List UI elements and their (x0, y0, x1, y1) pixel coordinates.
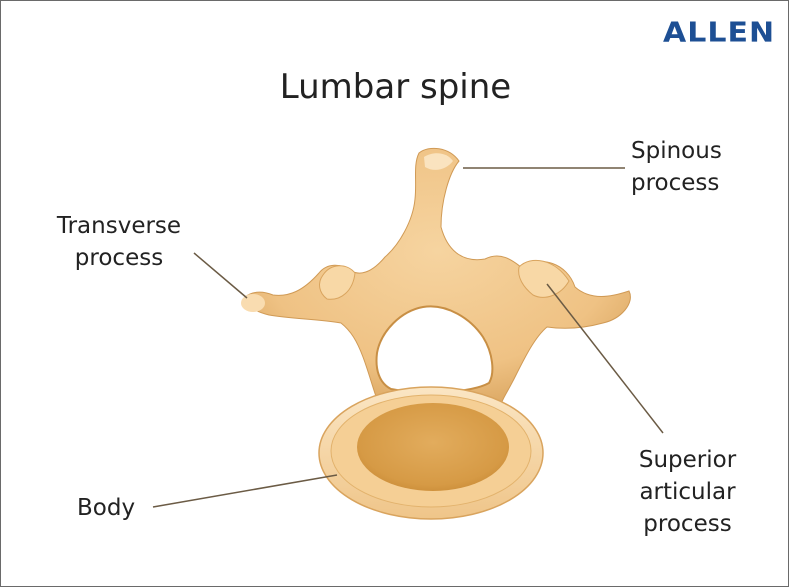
allen-logo: ALLEN (663, 16, 776, 49)
vertebral-body-center (357, 403, 509, 491)
label-spinous-process: Spinous process (631, 138, 722, 196)
label-body: Body (77, 495, 136, 521)
label-transverse-process: Transverse process (56, 213, 182, 271)
spinous-highlight (424, 153, 453, 170)
left-superior-articular (319, 265, 356, 300)
vertebral-foramen (375, 305, 494, 394)
transverse-tip (241, 294, 265, 312)
leader-transverse (193, 252, 248, 299)
leader-body (152, 474, 338, 508)
label-superior-articular-process: Superior articular process (638, 447, 737, 537)
leader-superior (546, 283, 664, 434)
page-title: Lumbar spine (279, 67, 512, 107)
